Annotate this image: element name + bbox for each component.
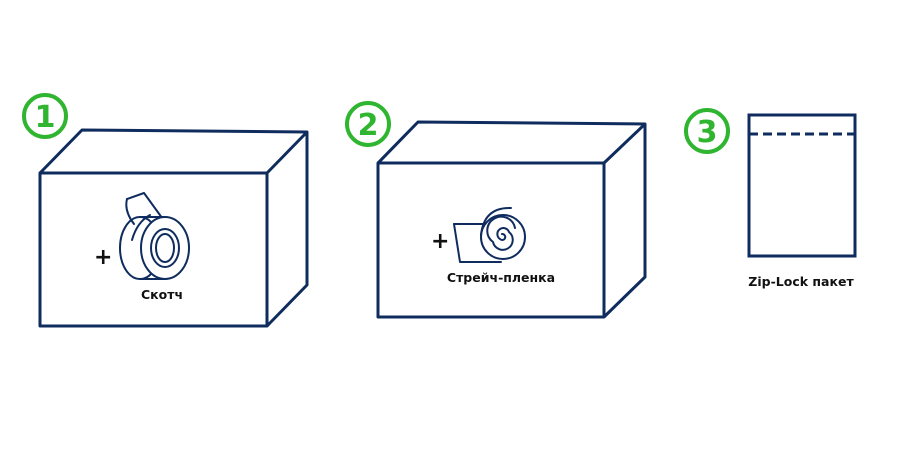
box-2 [376,120,647,319]
step-3-number: 3 [697,115,718,150]
step-2-badge: 2 [345,101,391,147]
step-3-badge: 3 [684,108,730,154]
step-2-plus: + [431,229,449,254]
step-2-number: 2 [358,108,379,143]
zip-lock-bag-outline [747,113,857,258]
box-1-top [38,128,309,175]
step-1-label: Скотч [141,287,183,302]
step-1-plus: + [94,245,112,270]
step-3-label: Zip-Lock пакет [748,274,854,289]
step-2-badge-circle [345,101,391,147]
tape-roll-icon [119,192,190,280]
step-1-badge-circle [22,93,68,139]
stretch-film-roll-icon [453,206,526,263]
box-1 [38,128,309,328]
zip-lock-bag-icon [747,113,857,258]
step-1-number: 1 [35,100,56,135]
step-3-badge-circle [684,108,730,154]
box-2-side [602,124,647,319]
step-2: 2 + Стрейч-пленка [345,101,647,319]
step-1-badge: 1 [22,93,68,139]
step-3: 3 Zip-Lock пакет [684,108,857,289]
step-2-label: Стрейч-пленка [447,270,555,285]
box-2-top [376,120,647,165]
step-1: 1 + Скотч [22,93,309,328]
box-1-side [265,132,309,328]
